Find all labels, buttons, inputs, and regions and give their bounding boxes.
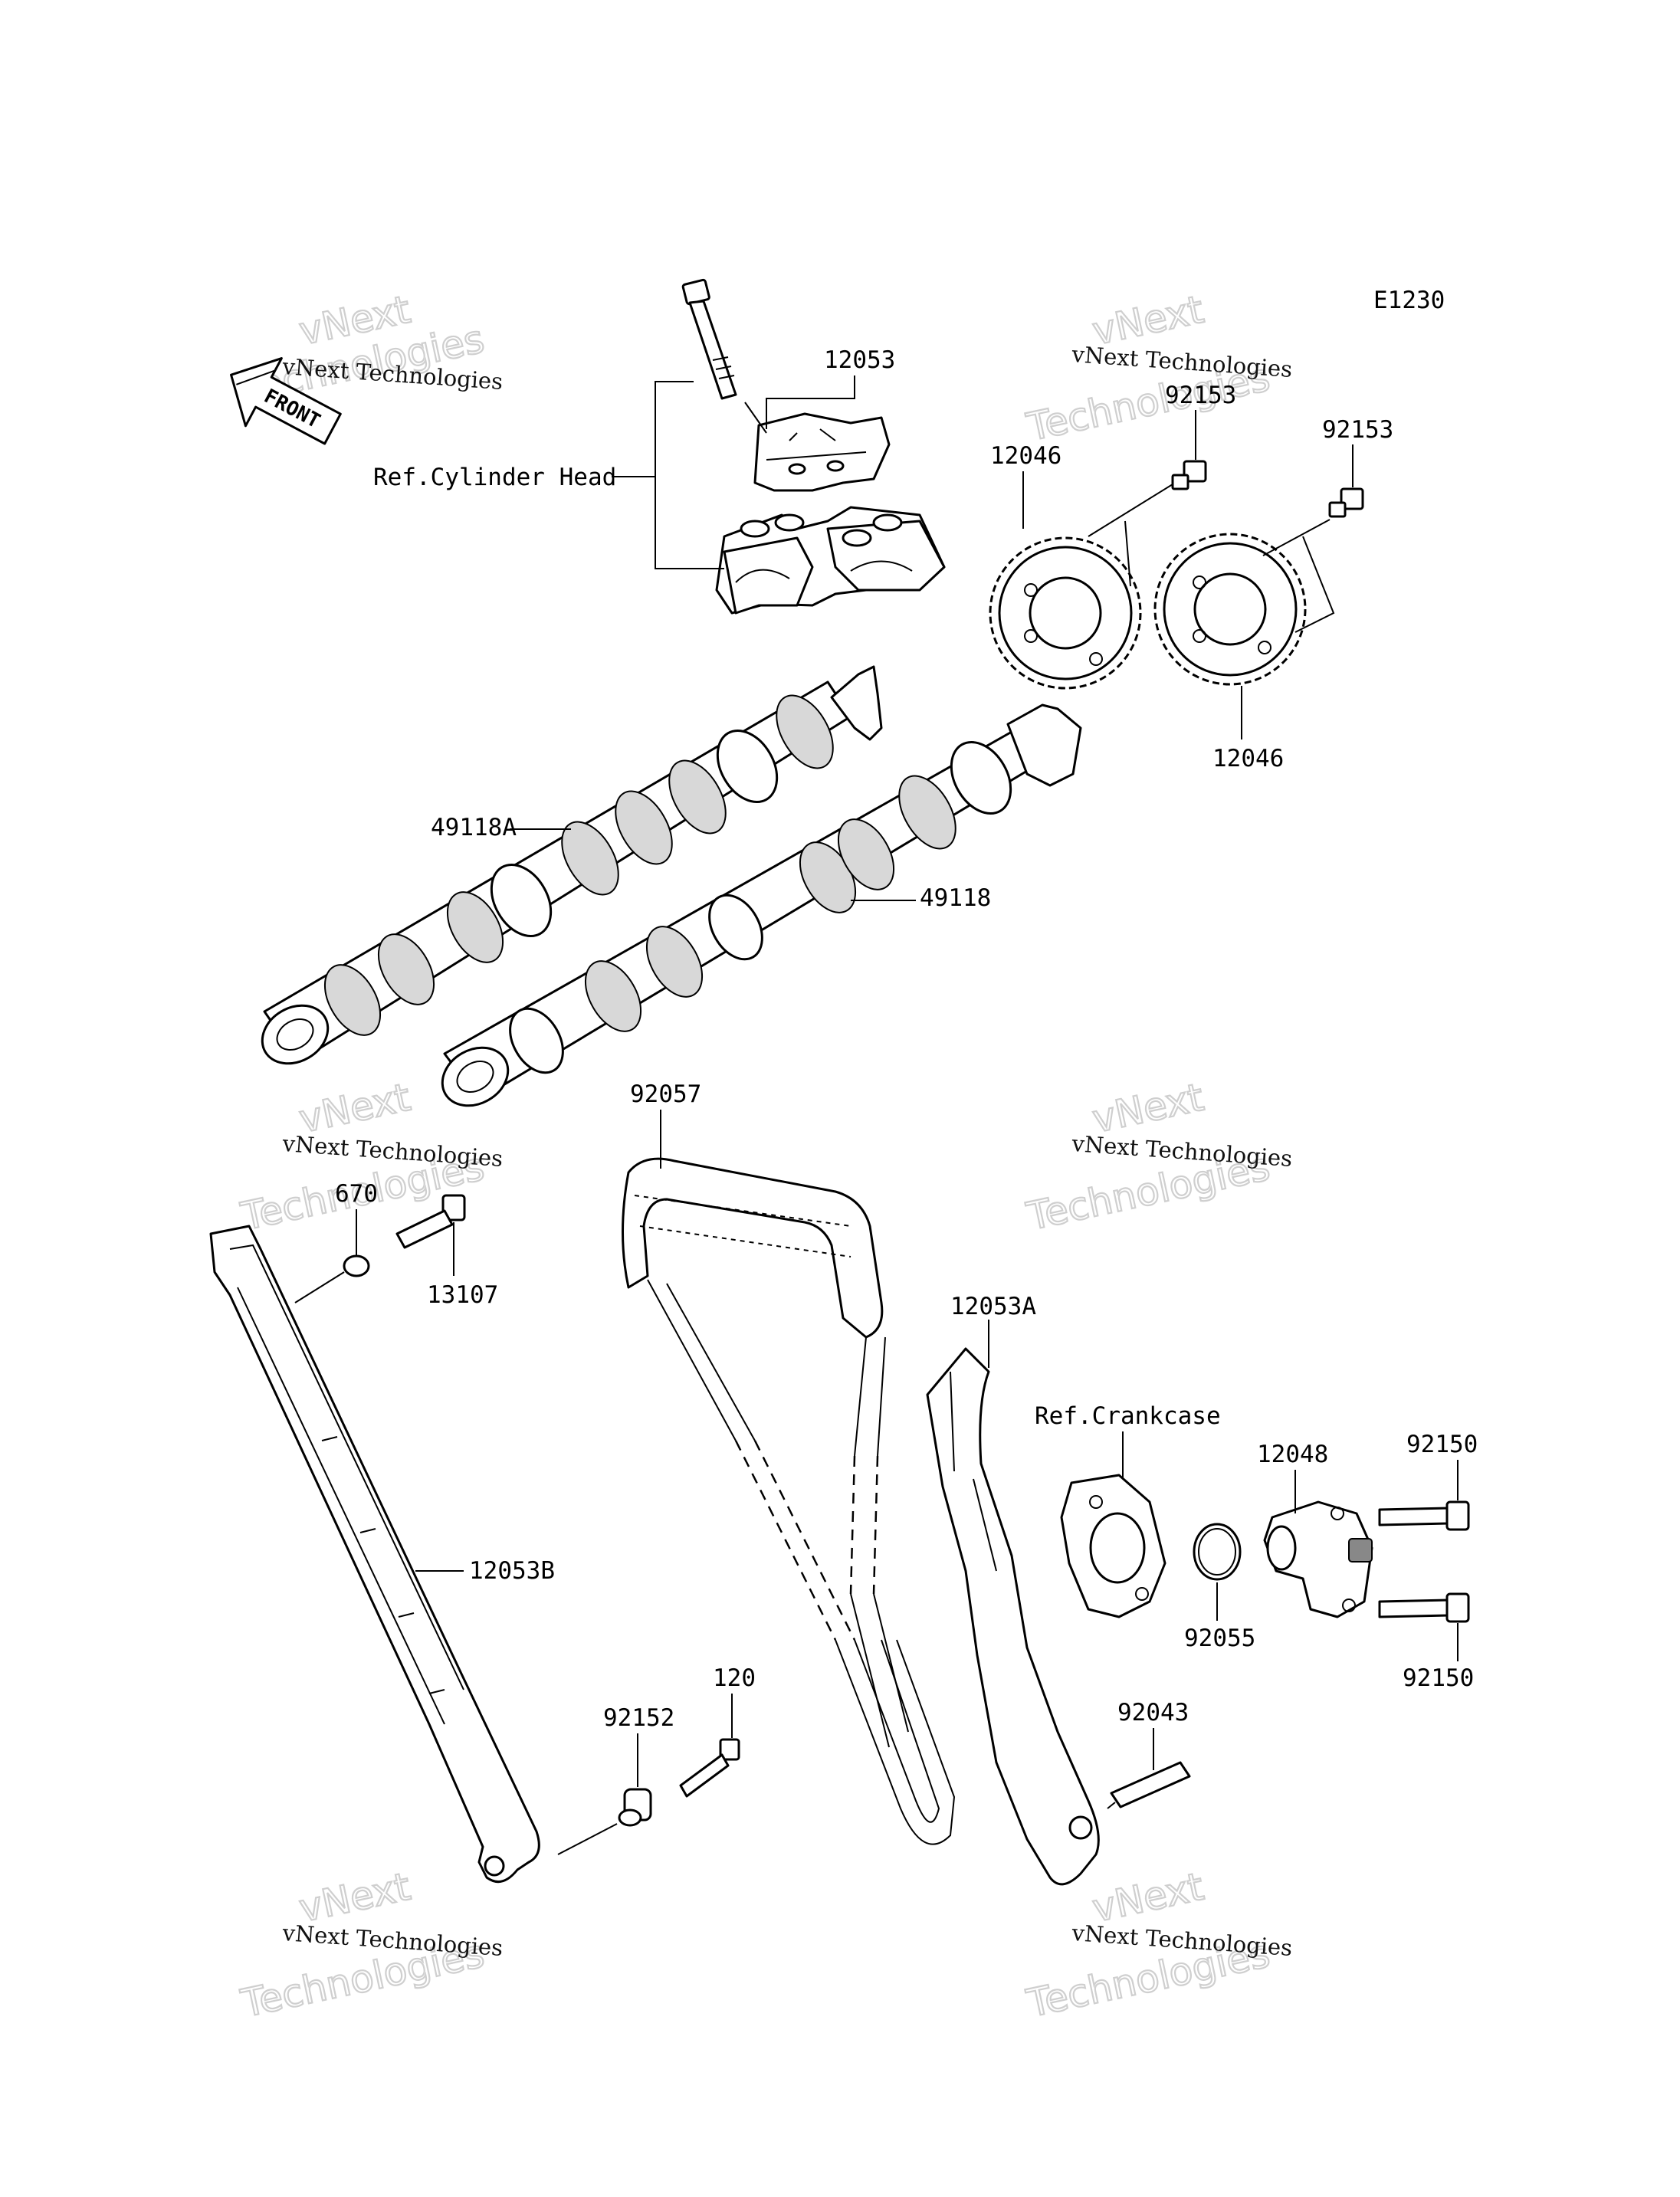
watermark-top-right: vNext Technologies vNext Technologies bbox=[1022, 287, 1293, 451]
watermark-big-line1: vNext bbox=[1088, 1075, 1207, 1142]
part-12046-upper: 12046 bbox=[990, 442, 1061, 470]
part-12053B: 12053B bbox=[469, 1557, 555, 1585]
part-92150-a: 92150 bbox=[1406, 1431, 1478, 1458]
part-49118: 49118 bbox=[920, 884, 991, 912]
ref-cylinder-head: Ref.Cylinder Head bbox=[373, 464, 616, 491]
part-12053: 12053 bbox=[824, 346, 895, 374]
guide-bolt-13107 bbox=[395, 1194, 466, 1249]
part-92153-a: 92153 bbox=[1165, 382, 1236, 409]
crankcase-ref bbox=[1060, 1474, 1166, 1618]
sprocket-bolt-right bbox=[1328, 487, 1364, 518]
camshaft-49118 bbox=[441, 703, 1082, 1107]
diagram-code: E1230 bbox=[1373, 287, 1445, 314]
part-670: 670 bbox=[335, 1180, 378, 1208]
chain-tensioner-12048 bbox=[1263, 1500, 1373, 1618]
cam-sprocket-lower bbox=[1153, 533, 1307, 686]
camshaft-holder bbox=[753, 412, 891, 492]
watermark-bottom-right: vNext Technologies vNext Technologies bbox=[1022, 1864, 1293, 2028]
watermark-bottom-left: vNext Technologies vNext Technologies bbox=[236, 1864, 504, 2028]
collar-92152 bbox=[618, 1788, 652, 1827]
part-92153-b: 92153 bbox=[1322, 416, 1393, 444]
part-12048: 12048 bbox=[1257, 1441, 1328, 1468]
camshaft-49118A bbox=[261, 665, 883, 1065]
part-92055: 92055 bbox=[1184, 1625, 1255, 1652]
watermark-big-line1: vNext bbox=[1088, 1864, 1207, 1931]
bolt-120 bbox=[679, 1738, 740, 1798]
part-12053A: 12053A bbox=[950, 1293, 1036, 1320]
tensioner-bolt-lower bbox=[1378, 1592, 1470, 1623]
dowel-pin-92043 bbox=[1110, 1761, 1191, 1808]
ref-crankcase: Ref.Crankcase bbox=[1035, 1402, 1221, 1430]
front-arrow-icon: FRONT bbox=[230, 357, 342, 445]
oring-670 bbox=[343, 1254, 370, 1277]
gasket-92055 bbox=[1193, 1523, 1242, 1581]
cylinder-head-ref bbox=[715, 506, 946, 615]
watermark-big-line1: vNext bbox=[295, 1864, 414, 1931]
part-92150-b: 92150 bbox=[1403, 1664, 1474, 1692]
cam-sprocket-upper bbox=[989, 536, 1142, 690]
cam-chain bbox=[622, 1157, 956, 1845]
cylinder-head-bolt bbox=[681, 278, 737, 400]
part-49118A: 49118A bbox=[431, 814, 517, 841]
part-92043: 92043 bbox=[1117, 1699, 1189, 1726]
chain-guide-12053B bbox=[209, 1225, 540, 1884]
part-92057: 92057 bbox=[630, 1080, 701, 1108]
watermark-big-line1: vNext bbox=[295, 1075, 414, 1142]
tensioner-bolt-upper bbox=[1378, 1500, 1470, 1531]
part-120: 120 bbox=[713, 1664, 756, 1692]
chain-guide-12053A bbox=[926, 1347, 1100, 1886]
watermark-mid-right: vNext Technologies vNext Technologies bbox=[1022, 1074, 1293, 1241]
sprocket-bolt-upper bbox=[1171, 460, 1207, 490]
part-13107: 13107 bbox=[427, 1281, 498, 1309]
part-92152: 92152 bbox=[603, 1704, 674, 1732]
part-12046-lower: 12046 bbox=[1212, 745, 1284, 772]
